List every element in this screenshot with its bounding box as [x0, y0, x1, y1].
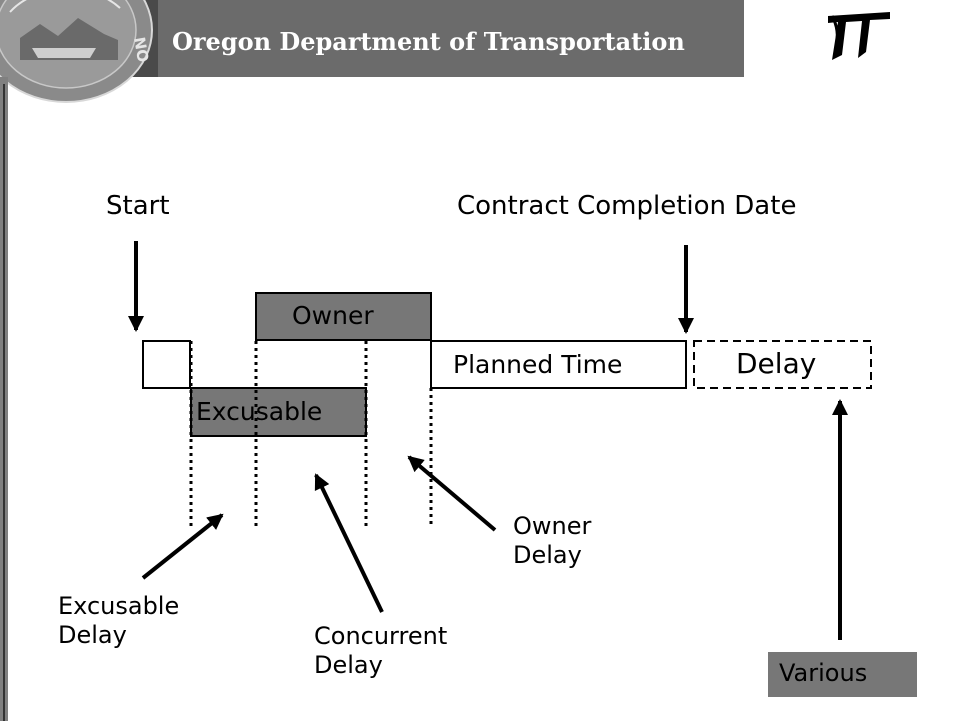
concurrent-delay-arrow: [314, 473, 384, 613]
owner-bar-label: Owner: [292, 301, 374, 330]
start-label: Start: [106, 191, 170, 221]
owner-bar: [255, 292, 432, 341]
excusable-delay-label: Excusable Delay: [58, 592, 180, 649]
oregon-state-seal-icon: NO: [0, 0, 158, 103]
excusable-bar-label: Excusable: [196, 397, 323, 426]
svg-text:NO: NO: [130, 36, 152, 64]
delay-label: Delay: [736, 347, 817, 380]
delay-box: [693, 340, 872, 389]
owner-delay-arrow: [407, 455, 497, 532]
owner-delay-label: Owner Delay: [513, 512, 592, 569]
excusable-delay-arrow: [141, 513, 224, 580]
header-title: Oregon Department of Transportation: [172, 27, 685, 56]
planned-time-label: Planned Time: [453, 350, 623, 379]
initial-work-box: [142, 340, 191, 389]
concurrent-delay-label: Concurrent Delay: [314, 622, 448, 679]
planned-time-box: [430, 340, 687, 389]
contract-completion-date-label: Contract Completion Date: [457, 191, 797, 221]
various-label: Various: [779, 659, 868, 687]
odot-logo-icon: [744, 0, 954, 77]
various-label-box: [768, 652, 917, 697]
excusable-bar: [190, 387, 367, 437]
